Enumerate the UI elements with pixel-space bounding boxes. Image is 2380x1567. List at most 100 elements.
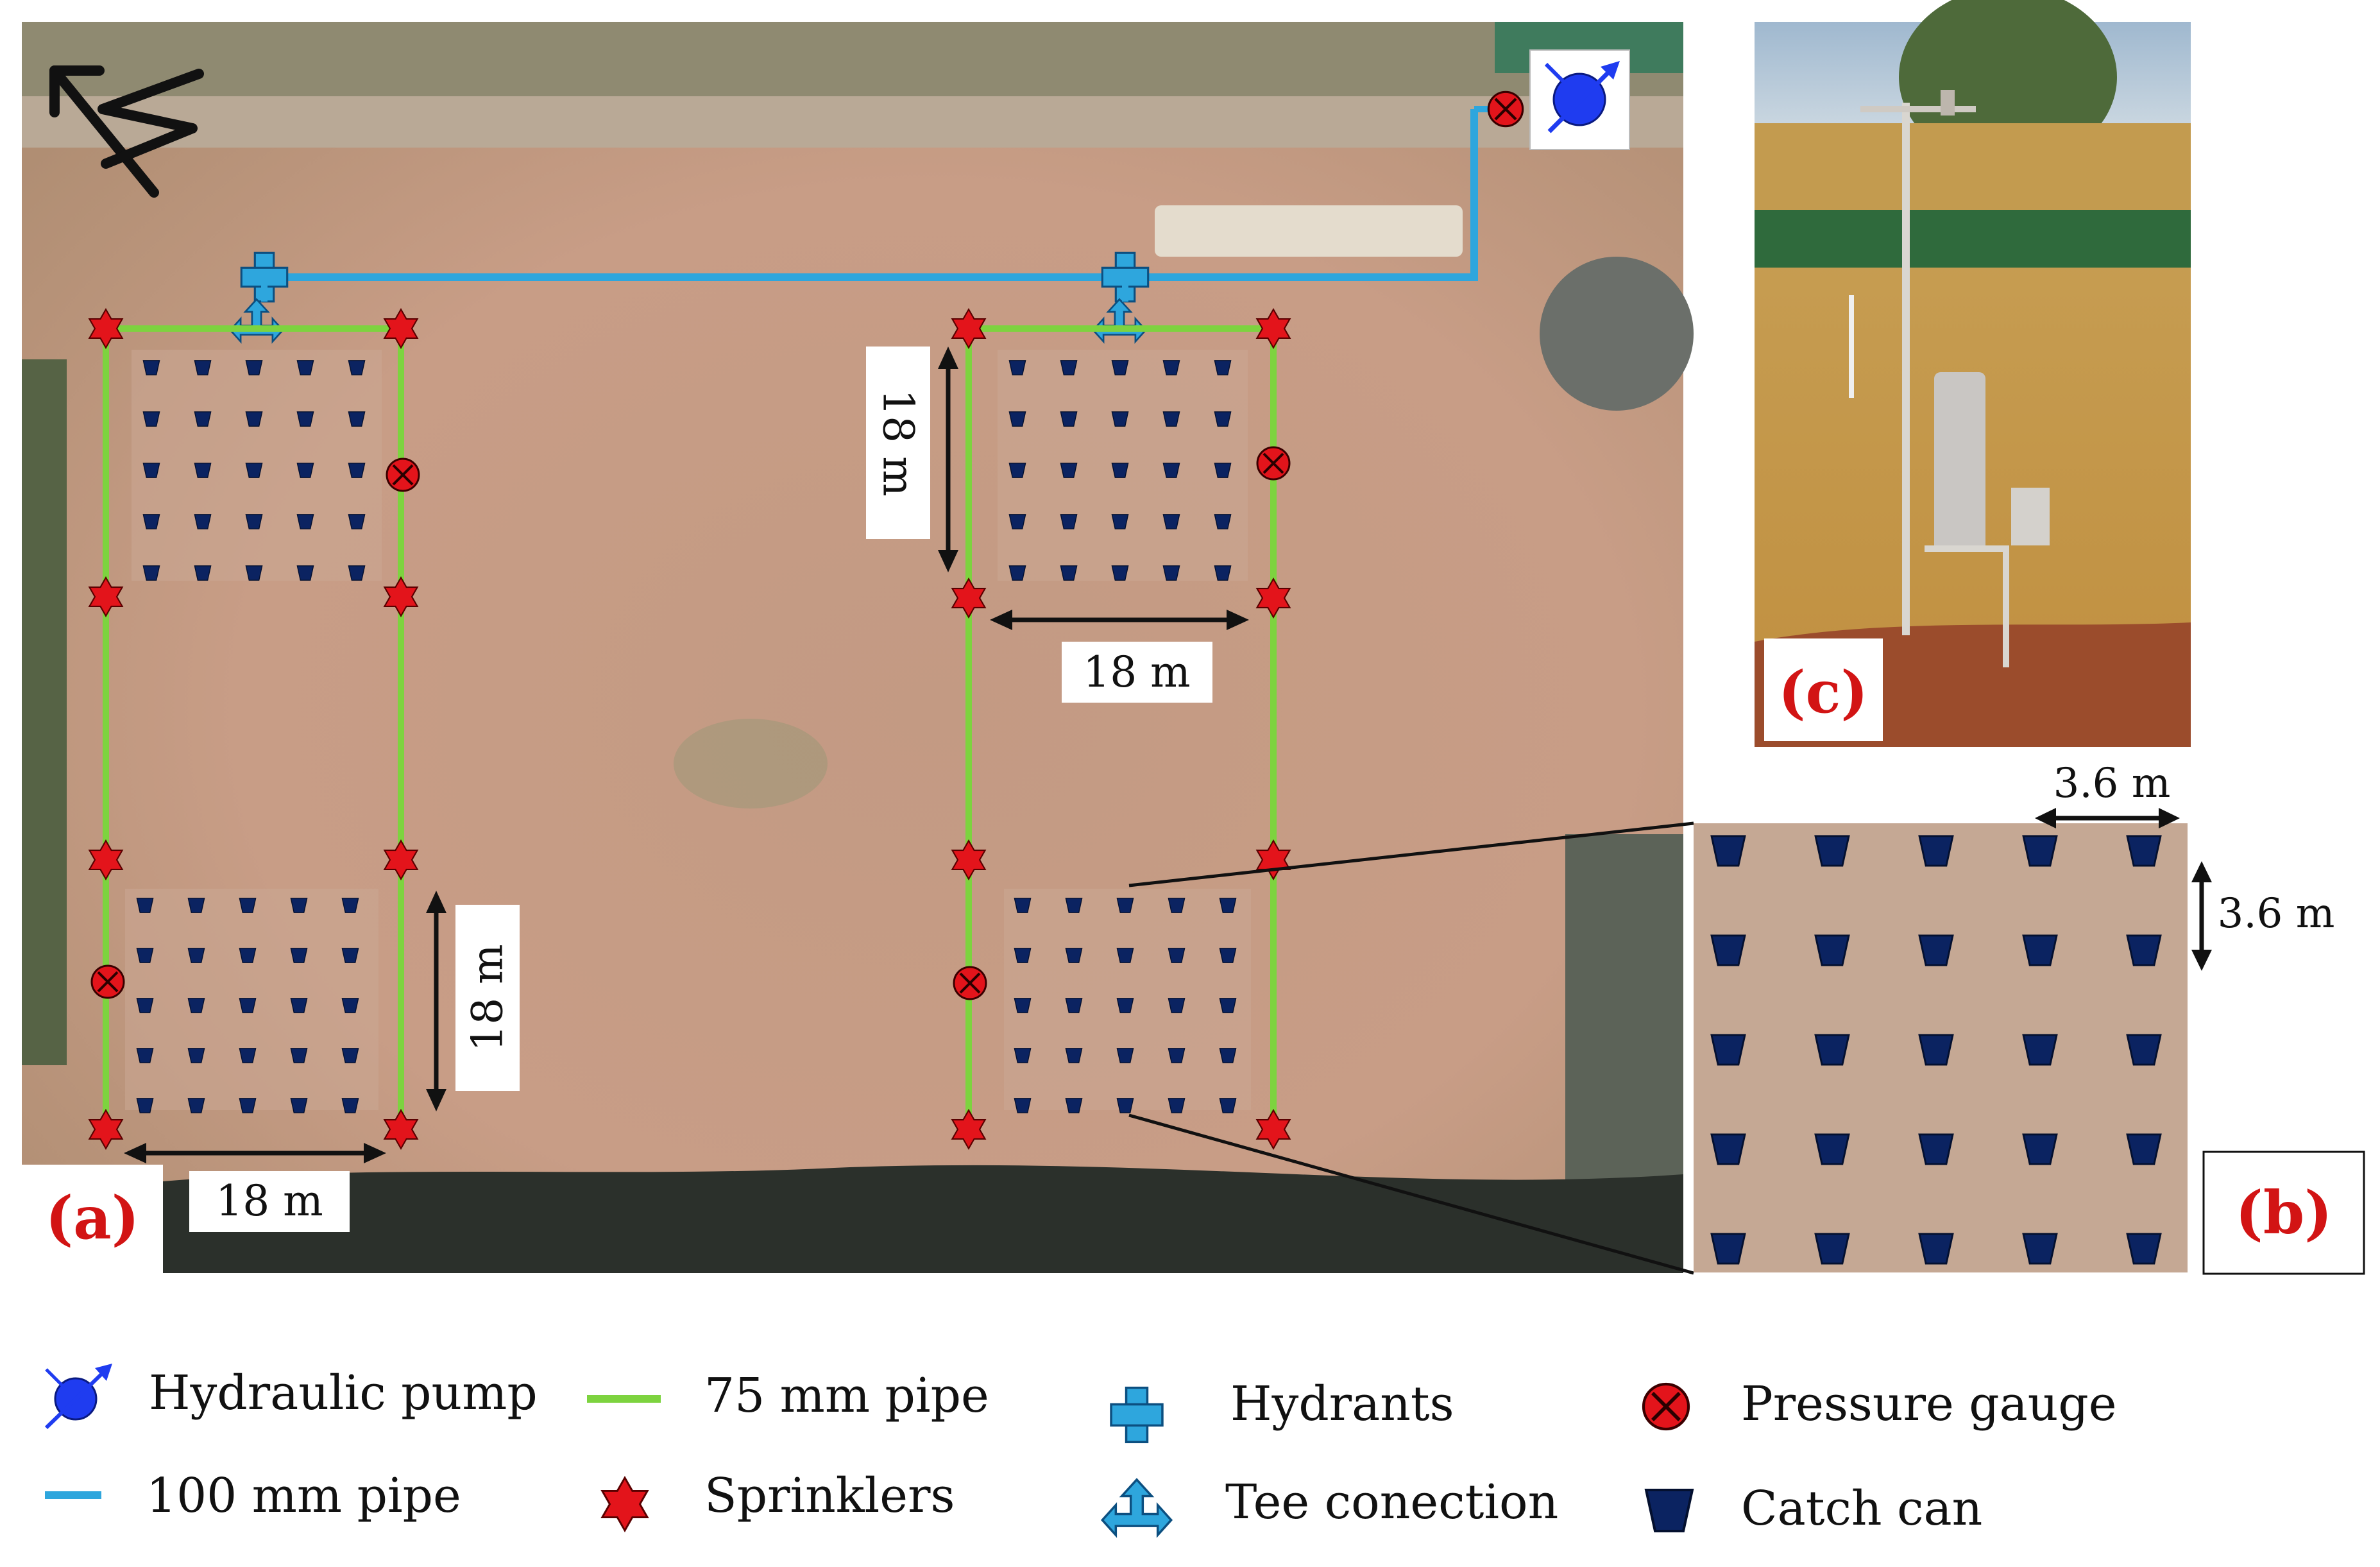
- panel-label-box: [2202, 1151, 2365, 1275]
- catch-can-icon: [1162, 360, 1180, 375]
- catch-can-icon: [1065, 898, 1083, 913]
- catch-can-icon: [348, 514, 366, 529]
- catch-can-icon: [1065, 948, 1083, 963]
- catch-can-icon: [245, 463, 263, 478]
- catch-can-icon: [1060, 514, 1078, 529]
- zoom-dimension-arrows: [2035, 808, 2212, 971]
- catch-can-icon: [1060, 411, 1078, 427]
- legend-item-tee: Tee conection: [1225, 1475, 1558, 1530]
- dim-label-horizontal-2: 18 m: [216, 1176, 323, 1226]
- catch-can-icon: [1014, 898, 1032, 913]
- catch-can-icon: [194, 514, 212, 529]
- legend-label: Tee conection: [1225, 1475, 1559, 1530]
- catch-can-icon: [1014, 998, 1032, 1013]
- catch-can-icon: [1060, 565, 1078, 581]
- vegetation-band-top: [22, 22, 1683, 99]
- catch-can-icon: [1918, 934, 1954, 966]
- catch-can-icon: [136, 1098, 154, 1113]
- catch-can-icon: [239, 898, 257, 913]
- catch-can-icon: [1116, 998, 1134, 1013]
- legend-label: Catch can: [1741, 1481, 1983, 1536]
- catch-can-icon: [296, 514, 314, 529]
- panel-label-box: [1764, 638, 1883, 741]
- catch-can-icon: [296, 463, 314, 478]
- legend-label: Hydraulic pump: [149, 1366, 538, 1421]
- catch-can-icon: [1116, 1098, 1134, 1113]
- catch-can-icon: [1014, 1098, 1032, 1113]
- catch-can-icon: [290, 898, 308, 913]
- catch-can-icon: [142, 514, 160, 529]
- legend-label: Hydrants: [1230, 1376, 1454, 1432]
- catch-can-icon: [341, 1098, 359, 1113]
- zoom-line: [1128, 1113, 1694, 1275]
- catch-can-icon: [296, 360, 314, 375]
- legend-item-hydrants: Hydrants: [1230, 1376, 1454, 1432]
- catch-can-icon: [1162, 411, 1180, 427]
- dim-label-horizontal-1: 18 m: [1083, 647, 1191, 697]
- catch-can-icon: [1162, 565, 1180, 581]
- legend-label: Sprinklers: [704, 1468, 955, 1523]
- catch-can-icon: [239, 1048, 257, 1063]
- legend-item-pressure-gauge: Pressure gauge: [1741, 1376, 2117, 1432]
- catch-can-icon: [1116, 1048, 1134, 1063]
- catch-can-icon: [1008, 360, 1026, 375]
- can-spacing-y-label: 3.6 m: [2218, 890, 2335, 938]
- catch-can-icon: [2022, 1133, 2058, 1165]
- catch-can-icon: [245, 565, 263, 581]
- sprinkler-star-icon: [601, 1477, 649, 1532]
- catch-can-icon: [187, 898, 205, 913]
- catch-can-icon: [239, 998, 257, 1013]
- catch-can-icon: [1168, 1098, 1186, 1113]
- tree-canopy: [1540, 257, 1694, 411]
- catch-can-icon: [142, 565, 160, 581]
- legend-item-pump: Hydraulic pump: [149, 1366, 538, 1421]
- catch-can-icon: [194, 411, 212, 427]
- catch-can-icon: [1060, 463, 1078, 478]
- legend-label: 100 mm pipe: [146, 1468, 461, 1523]
- catch-can-icon: [1065, 1048, 1083, 1063]
- catch-can-icon: [341, 1048, 359, 1063]
- tee-connection-icon: [1101, 1478, 1173, 1536]
- catch-can-icon: [341, 948, 359, 963]
- catch-can-icon: [1918, 1233, 1954, 1265]
- pressure-gauge-icon: [90, 964, 125, 999]
- catch-can-icon: [348, 411, 366, 427]
- pressure-gauge-icon: [1488, 92, 1522, 126]
- catch-can-icon: [2126, 1034, 2162, 1066]
- station-sensor: [1941, 90, 1955, 116]
- catch-can-icon: [187, 1098, 205, 1113]
- catch-can-icon: [1645, 1489, 1694, 1532]
- legend-icons: [44, 1364, 1694, 1536]
- catch-can-icon: [187, 1048, 205, 1063]
- hydrant-icon: [1110, 1386, 1164, 1444]
- catch-can-icon: [348, 360, 366, 375]
- catch-can-icon: [1814, 1034, 1850, 1066]
- catch-can-icon: [1918, 835, 1954, 867]
- legend-item-sprinklers: Sprinklers: [704, 1468, 955, 1523]
- panel-b-zoom: 3.6 m 3.6 m (b): [1694, 760, 2365, 1275]
- panel-c-photo: (c): [1755, 0, 2191, 747]
- station-arm: [1925, 545, 2008, 552]
- catch-can-icon: [1710, 1034, 1746, 1066]
- catch-can-icon: [2126, 1133, 2162, 1165]
- legend-item-100mm-pipe: 100 mm pipe: [146, 1468, 461, 1523]
- catch-can-icon: [290, 1048, 308, 1063]
- legend-item-catch-can: Catch can: [1741, 1481, 1982, 1536]
- catch-can-icon: [348, 565, 366, 581]
- catch-can-icon: [1214, 565, 1232, 581]
- catch-can-icon: [1168, 948, 1186, 963]
- catch-can-icon: [1814, 835, 1850, 867]
- catch-can-icon: [1918, 1034, 1954, 1066]
- catch-can-icon: [1162, 463, 1180, 478]
- catch-can-icon: [2126, 1233, 2162, 1265]
- panel-c-label: (c): [1778, 658, 1868, 726]
- catch-can-icon: [1111, 360, 1129, 375]
- rain-gauge: [1934, 372, 1985, 552]
- catch-can-icon: [2022, 1034, 2058, 1066]
- catch-can-icon: [1710, 1233, 1746, 1265]
- catch-can-icon: [1219, 1098, 1237, 1113]
- catch-can-icon: [1111, 411, 1129, 427]
- catch-can-icon: [1814, 1133, 1850, 1165]
